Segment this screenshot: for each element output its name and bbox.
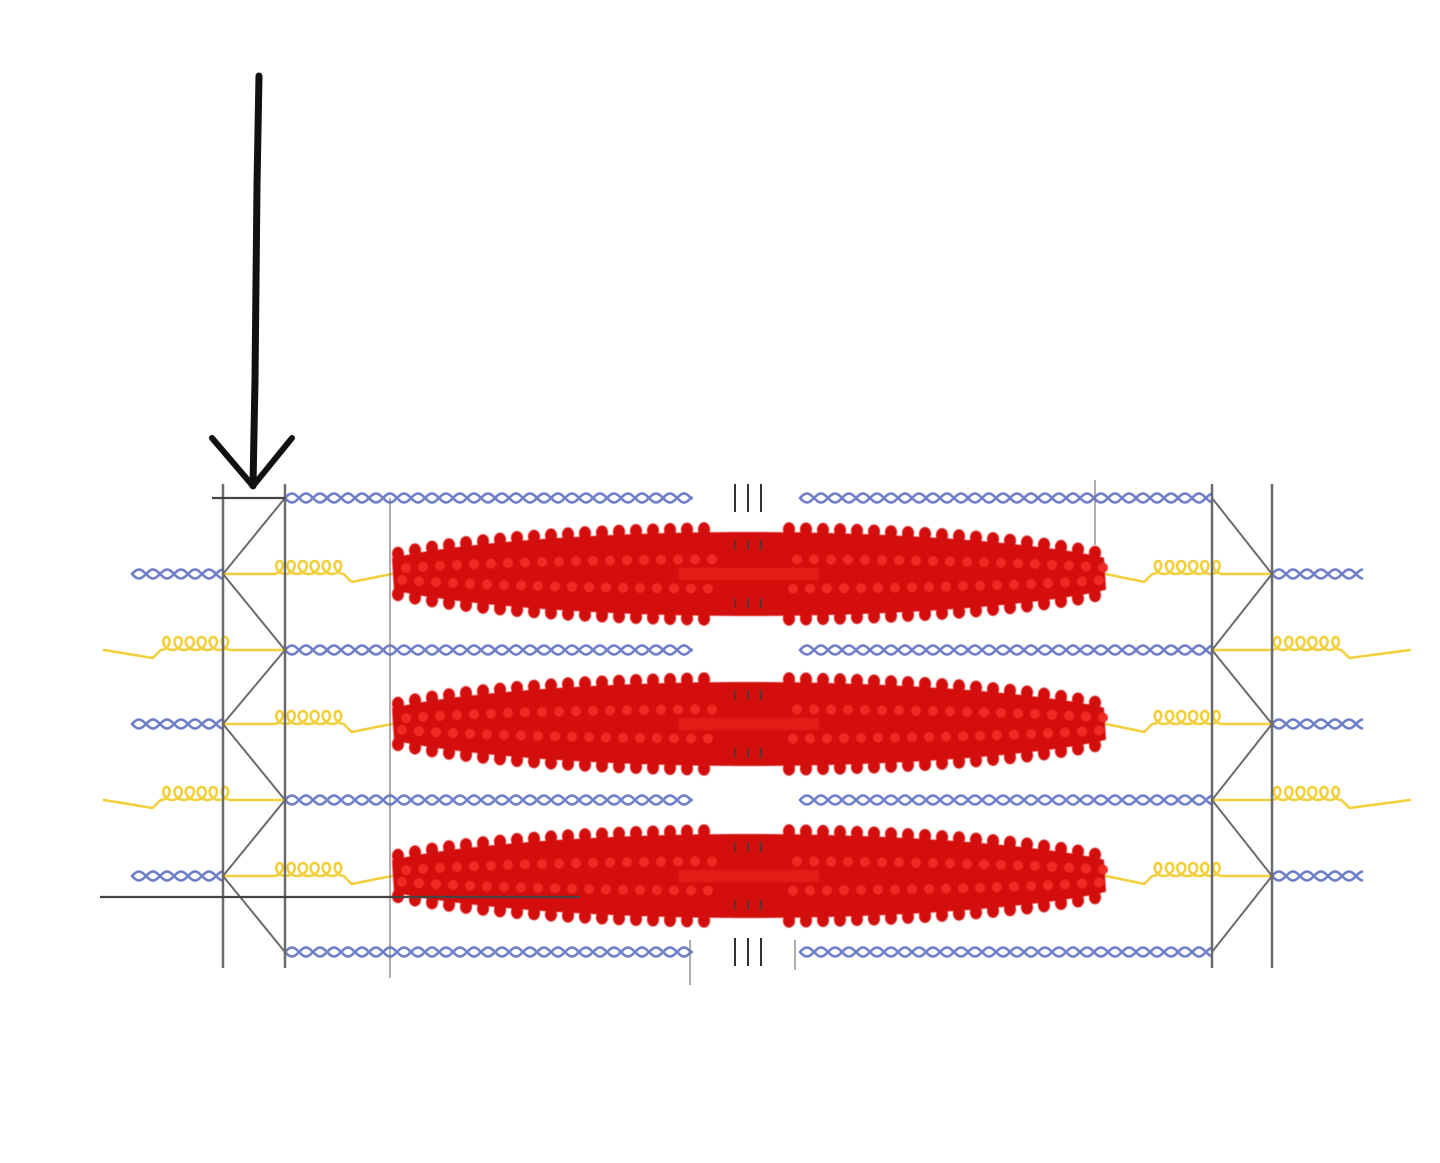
actin-filament-right-4 — [798, 946, 1213, 958]
titin-outer-right-2 — [1210, 785, 1412, 810]
titin-outer-right-1 — [1210, 635, 1412, 660]
z-disc-right-zigzag — [1210, 497, 1274, 953]
z-disc-layer — [221, 480, 1274, 985]
arrow-head-icon — [209, 435, 295, 489]
actin-stub-right-2 — [1270, 718, 1364, 730]
myosin-layer — [392, 522, 1108, 928]
actin-filament-right-1 — [798, 492, 1213, 504]
actin-stub-left-1 — [130, 568, 224, 580]
myosin-filament-2 — [392, 672, 1108, 776]
actin-stub-left-3 — [130, 870, 224, 882]
titin-outer-left-1 — [102, 635, 287, 660]
arrow-down-icon — [249, 72, 263, 490]
actin-filament-left-2 — [283, 644, 693, 656]
actin-filament-right-3 — [798, 794, 1213, 806]
annotation-layer — [100, 72, 580, 899]
actin-filament-left-3 — [283, 794, 693, 806]
actin-filament-left-4 — [283, 946, 693, 958]
actin-stub-right-1 — [1270, 568, 1364, 580]
z-disc-left-zigzag — [221, 497, 287, 953]
actin-layer — [130, 492, 1364, 958]
actin-stub-left-2 — [130, 718, 224, 730]
myosin-filament-1 — [392, 522, 1108, 626]
actin-filament-right-2 — [798, 644, 1213, 656]
titin-outer-left-2 — [102, 785, 287, 810]
actin-filament-left-1 — [283, 492, 693, 504]
actin-stub-right-3 — [1270, 870, 1364, 882]
